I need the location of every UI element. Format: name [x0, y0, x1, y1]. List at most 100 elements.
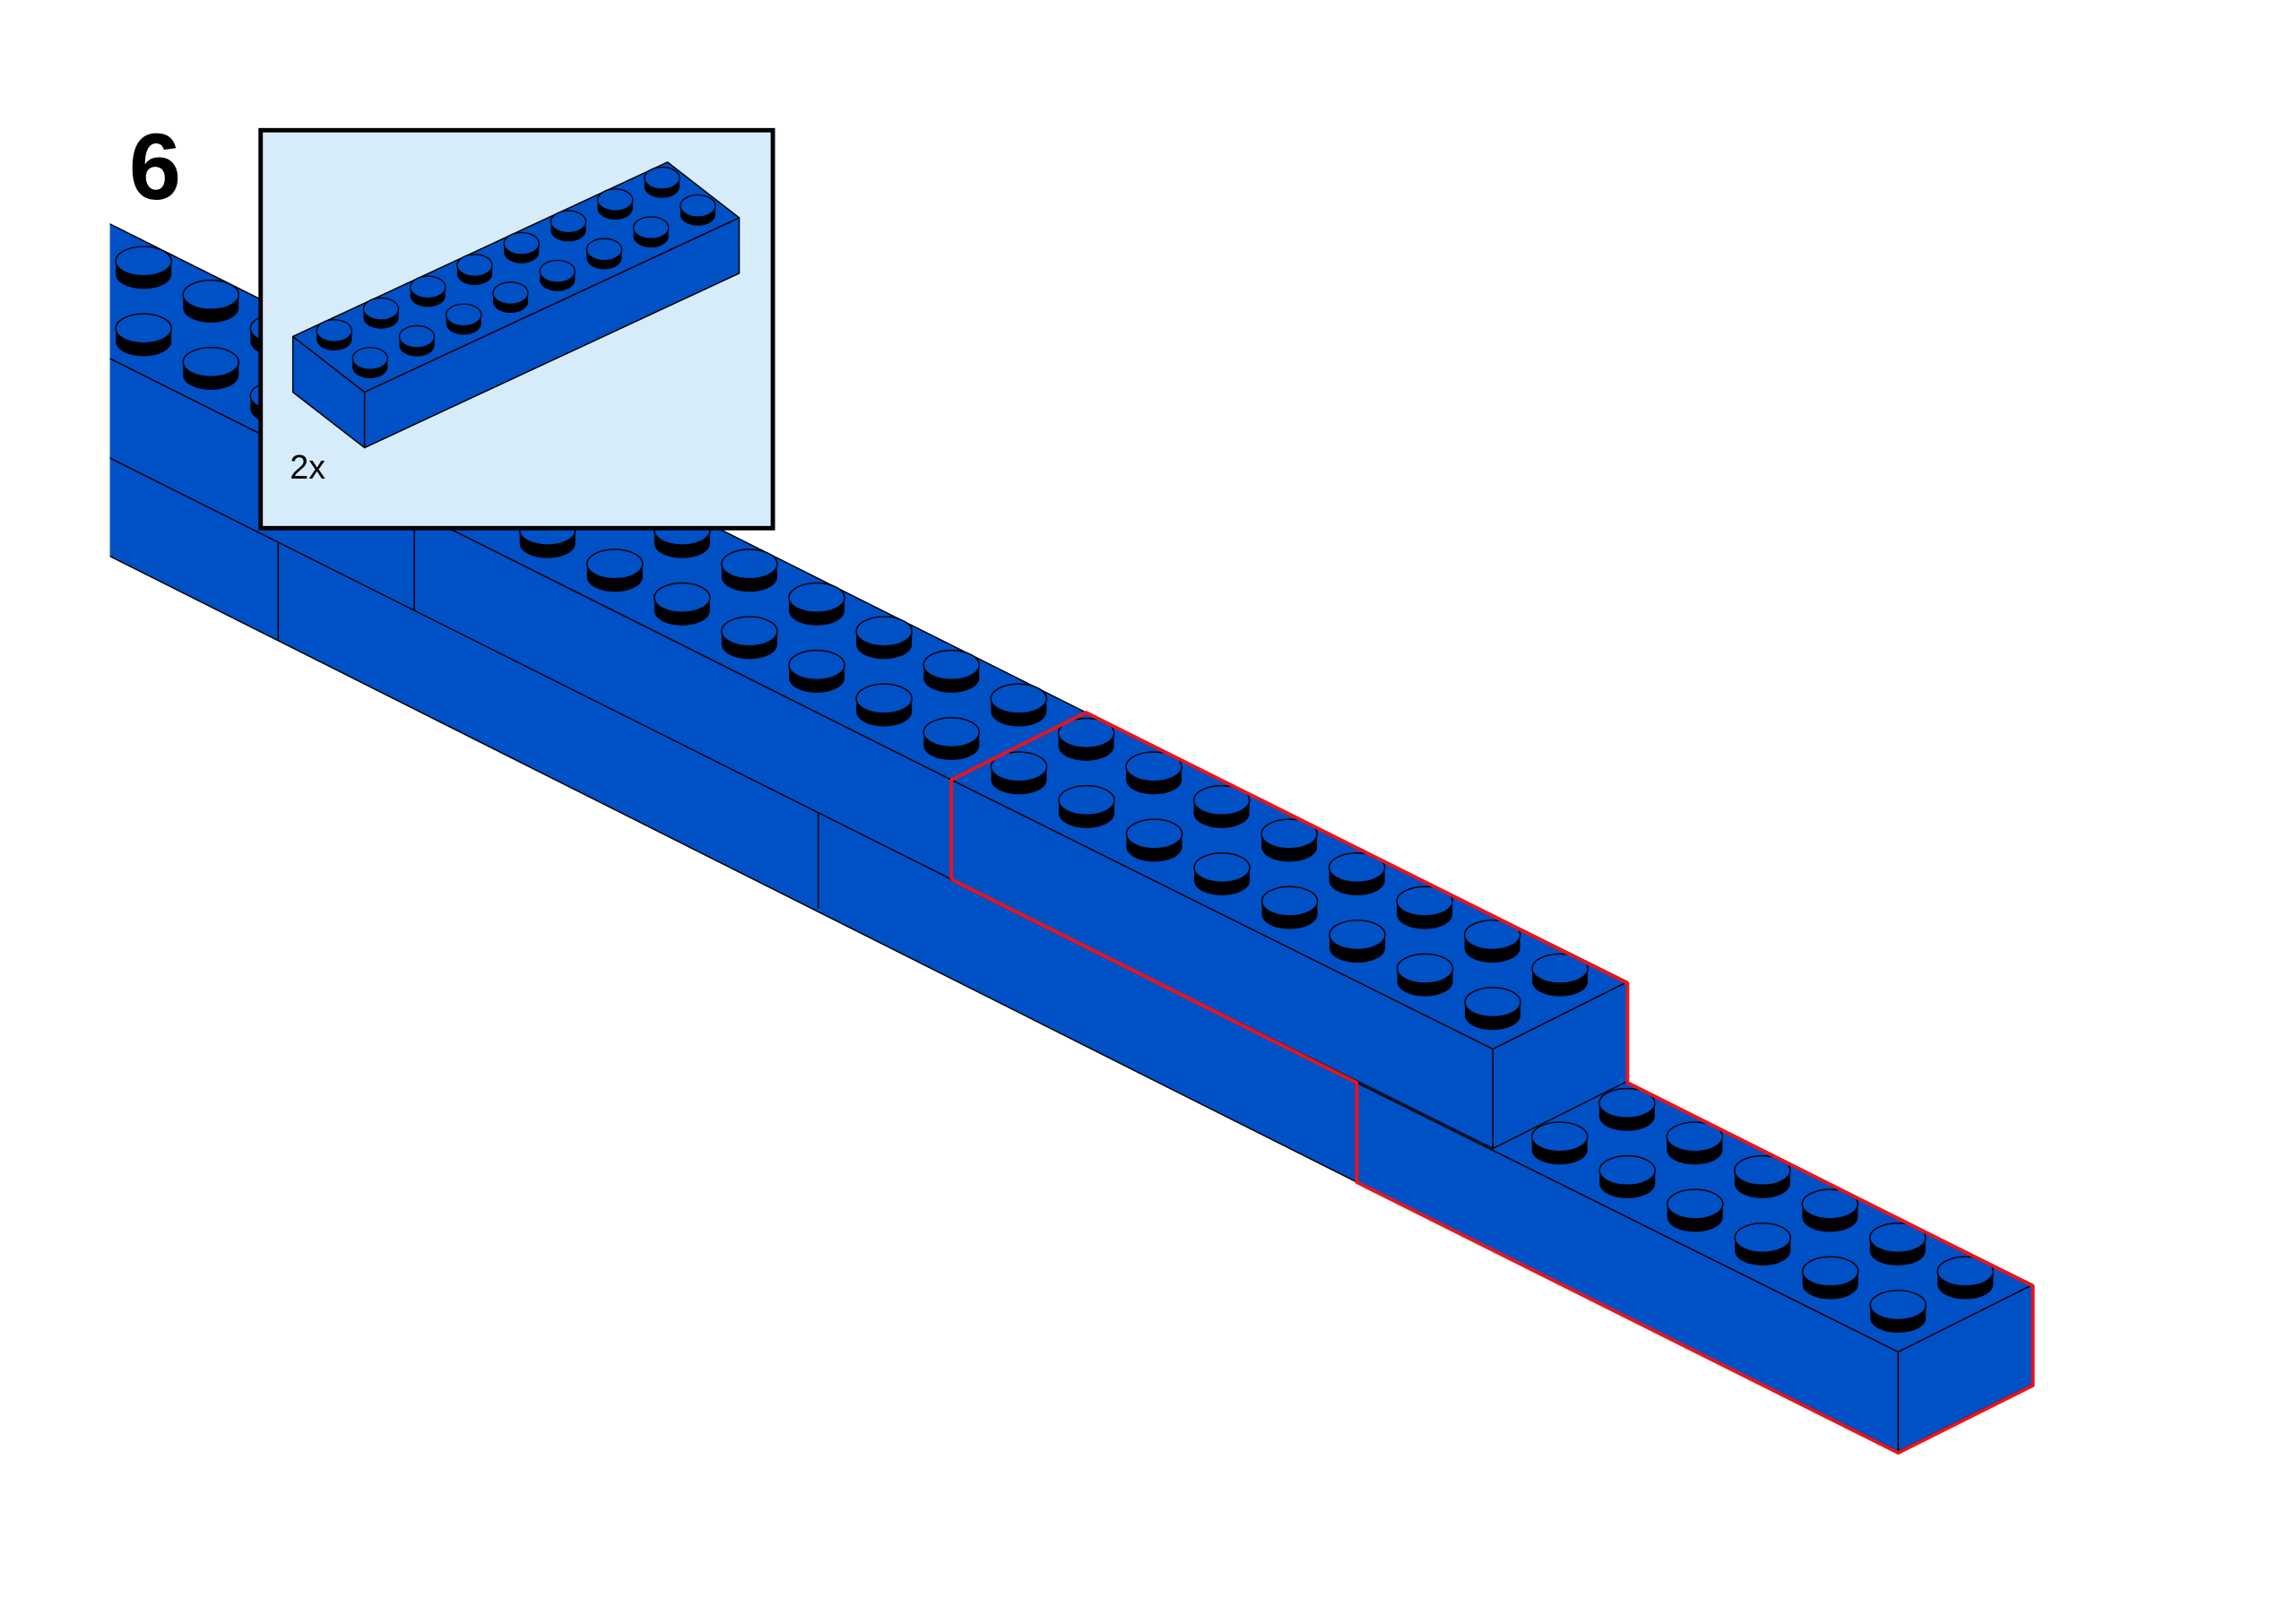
stud-top: [1801, 1256, 1859, 1287]
stud: [586, 549, 644, 592]
part-quantity: 2x: [290, 448, 325, 486]
stud: [855, 683, 913, 727]
stud-top: [539, 259, 576, 283]
stud: [596, 188, 634, 220]
stud: [1396, 885, 1453, 929]
stud: [644, 166, 680, 198]
stud-top: [1058, 784, 1115, 816]
stud-top: [1666, 1121, 1724, 1153]
stud: [492, 281, 529, 314]
stud-top: [855, 683, 913, 714]
stud: [1125, 818, 1183, 862]
stud: [1666, 1121, 1724, 1165]
stud-top: [1463, 920, 1521, 951]
stud-top: [1464, 987, 1521, 1018]
stud: [1531, 953, 1589, 997]
stud-top: [1666, 1188, 1724, 1220]
stud-top: [788, 582, 845, 613]
stud: [351, 347, 389, 379]
stud: [1530, 1121, 1589, 1165]
stud: [632, 216, 670, 248]
stud-top: [1329, 920, 1386, 951]
stud-top: [1396, 953, 1454, 984]
stud-top: [316, 319, 353, 342]
new-parts-highlight-outline: [949, 711, 2035, 1455]
new-brick-upper: [950, 712, 1629, 1150]
stud: [456, 254, 493, 286]
stud: [990, 751, 1048, 795]
stud: [721, 549, 778, 592]
stud: [398, 324, 436, 357]
stud-top: [1598, 1154, 1656, 1187]
stud-top: [115, 246, 172, 277]
stud-top: [1598, 1087, 1656, 1119]
stud: [1260, 885, 1319, 929]
stud-top: [351, 347, 389, 370]
stud-top: [680, 194, 716, 218]
stud-top: [632, 216, 670, 239]
stud: [1666, 1188, 1724, 1232]
stud-top: [1734, 1222, 1791, 1254]
stud: [182, 346, 239, 391]
stud: [410, 275, 446, 307]
stud-top: [182, 279, 239, 310]
stud: [1463, 920, 1521, 963]
stud: [115, 246, 172, 289]
stud-top: [446, 303, 482, 327]
stud-top: [1260, 885, 1319, 917]
stud-top: [922, 649, 981, 680]
stud-top: [1125, 818, 1183, 850]
stud: [1192, 784, 1251, 828]
stud: [654, 582, 711, 626]
stud-top: [855, 616, 913, 647]
stud: [1734, 1154, 1791, 1198]
stud-top: [1869, 1290, 1927, 1321]
stud-top: [456, 254, 493, 277]
stud: [1329, 920, 1386, 963]
stud: [539, 259, 576, 291]
stud-top: [410, 275, 446, 299]
stud-top: [1396, 885, 1453, 917]
stud: [1328, 851, 1386, 896]
stud: [990, 683, 1048, 727]
callout-brick-2x8: [291, 161, 740, 449]
stud-top: [1057, 717, 1115, 748]
stud: [1598, 1154, 1656, 1198]
stud-top: [1869, 1222, 1927, 1254]
stud: [1734, 1222, 1791, 1266]
stud: [922, 716, 981, 761]
stud: [1193, 851, 1251, 896]
stud-top: [1734, 1154, 1791, 1187]
stud: [1260, 818, 1318, 862]
stud: [788, 649, 845, 693]
stud: [115, 313, 172, 357]
stud-top: [362, 297, 400, 321]
stud: [1396, 953, 1454, 997]
stud-top: [654, 582, 711, 613]
stud-top: [550, 210, 587, 234]
stud-top: [922, 716, 981, 748]
stud-top: [1328, 851, 1386, 884]
parts-callout: 2x: [258, 127, 775, 531]
stud-top: [721, 549, 778, 580]
stud: [680, 194, 716, 226]
highlight-outline: [949, 711, 2035, 1455]
stud-top: [585, 238, 623, 262]
stud-top: [1530, 1121, 1589, 1153]
stud: [1869, 1290, 1927, 1334]
stud-top: [644, 166, 680, 190]
stud: [1801, 1188, 1859, 1232]
stud-top: [182, 346, 239, 378]
stud-top: [115, 313, 172, 344]
stud: [721, 616, 778, 660]
stud: [503, 231, 540, 263]
stud-top: [398, 324, 436, 349]
stud-top: [1125, 751, 1182, 782]
stud-top: [1936, 1256, 1995, 1287]
stud: [922, 649, 981, 693]
stud-top: [492, 281, 529, 305]
stud-top: [990, 751, 1048, 782]
stud-top: [586, 549, 644, 580]
stud: [1058, 784, 1115, 828]
